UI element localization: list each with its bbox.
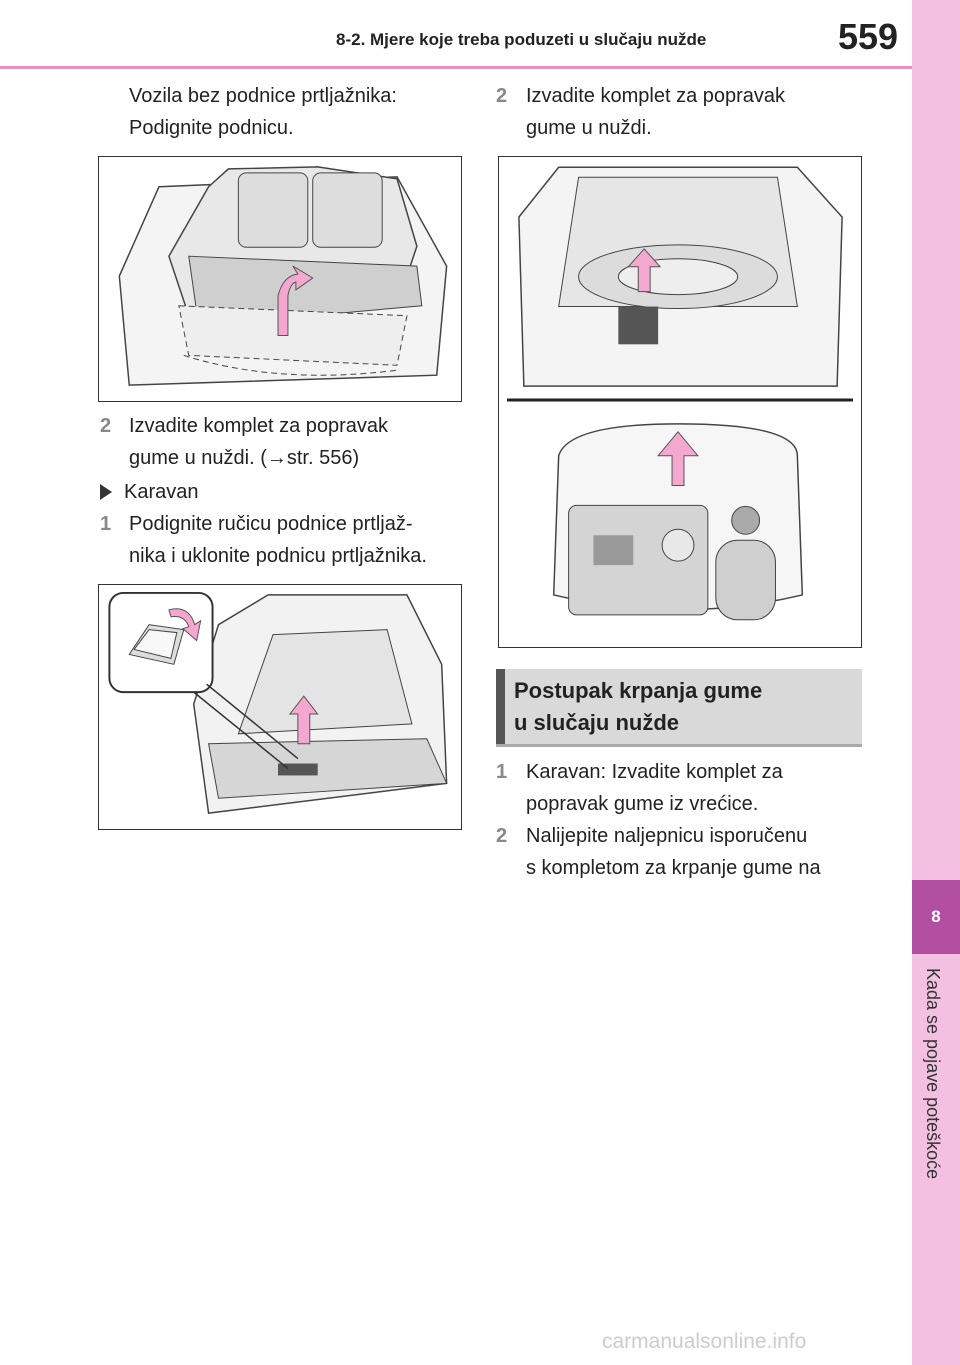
chapter-number: 8: [931, 907, 941, 926]
section-header-bar: [496, 669, 505, 744]
right-step-2-number: 2: [496, 85, 508, 107]
step-2-page-ref: str. 556): [286, 447, 360, 469]
spare-well-illustration: [506, 166, 854, 621]
step-2-line-2-prefix: gume u nuždi. (: [129, 447, 267, 469]
procedure-step-1-number: 1: [496, 761, 508, 783]
header-divider: [0, 66, 912, 69]
procedure-step-2-line-2: s kompletom za krpanje gume na: [526, 857, 821, 879]
step-2-number: 2: [100, 415, 112, 437]
header-title: 8-2. Mjere koje treba poduzeti u slučaju…: [336, 30, 707, 49]
side-tab: [912, 0, 960, 1365]
step-1-number: 1: [100, 513, 112, 535]
right-step-2-line-1: Izvadite komplet za popravak: [526, 85, 786, 107]
step-1-line-2: nika i uklonite podnicu prtljažnika.: [129, 545, 427, 567]
intro-line-2: Podignite podnicu.: [129, 117, 294, 139]
watermark: carmanualsonline.info: [602, 1330, 807, 1353]
figure-wagon-handle: [98, 584, 462, 830]
procedure-step-1-line-1: Karavan: Izvadite komplet za: [526, 761, 783, 783]
chapter-title: Kada se pojave poteškoće: [923, 968, 943, 1180]
section-title: Postupak krpanja gume u slučaju nužde: [514, 675, 844, 739]
chapter-number-box: 8: [912, 880, 960, 954]
page-number: 559: [838, 16, 899, 57]
figure-lift-floor: [98, 156, 462, 402]
section-label-karavan: Karavan: [124, 481, 199, 503]
triangle-bullet-icon: [100, 484, 112, 500]
procedure-step-1-line-2: popravak gume iz vrećice.: [526, 793, 759, 815]
procedure-step-2-line-1: Nalijepite naljepnicu isporučenu: [526, 825, 808, 847]
section-title-line-1: Postupak krpanja gume: [514, 678, 763, 703]
wagon-handle-illustration: [108, 591, 448, 814]
step-2-line-2: gume u nuždi. (→str. 556): [129, 442, 359, 474]
procedure-step-2-number: 2: [496, 825, 508, 847]
arrow-icon: →: [266, 447, 287, 469]
trunk-floor-lift-illustration: [118, 166, 448, 386]
section-header: Postupak krpanja gume u slučaju nužde: [496, 669, 862, 747]
intro-line-1: Vozila bez podnice prtljažnika:: [129, 85, 397, 107]
step-2-line-1: Izvadite komplet za popravak: [129, 415, 389, 437]
step-1-line-1: Podignite ručicu podnice prtljaž-: [129, 513, 413, 535]
right-step-2-line-2: gume u nuždi.: [526, 117, 652, 139]
figure-remove-kit: [498, 156, 862, 648]
section-title-line-2: u slučaju nužde: [514, 710, 680, 735]
